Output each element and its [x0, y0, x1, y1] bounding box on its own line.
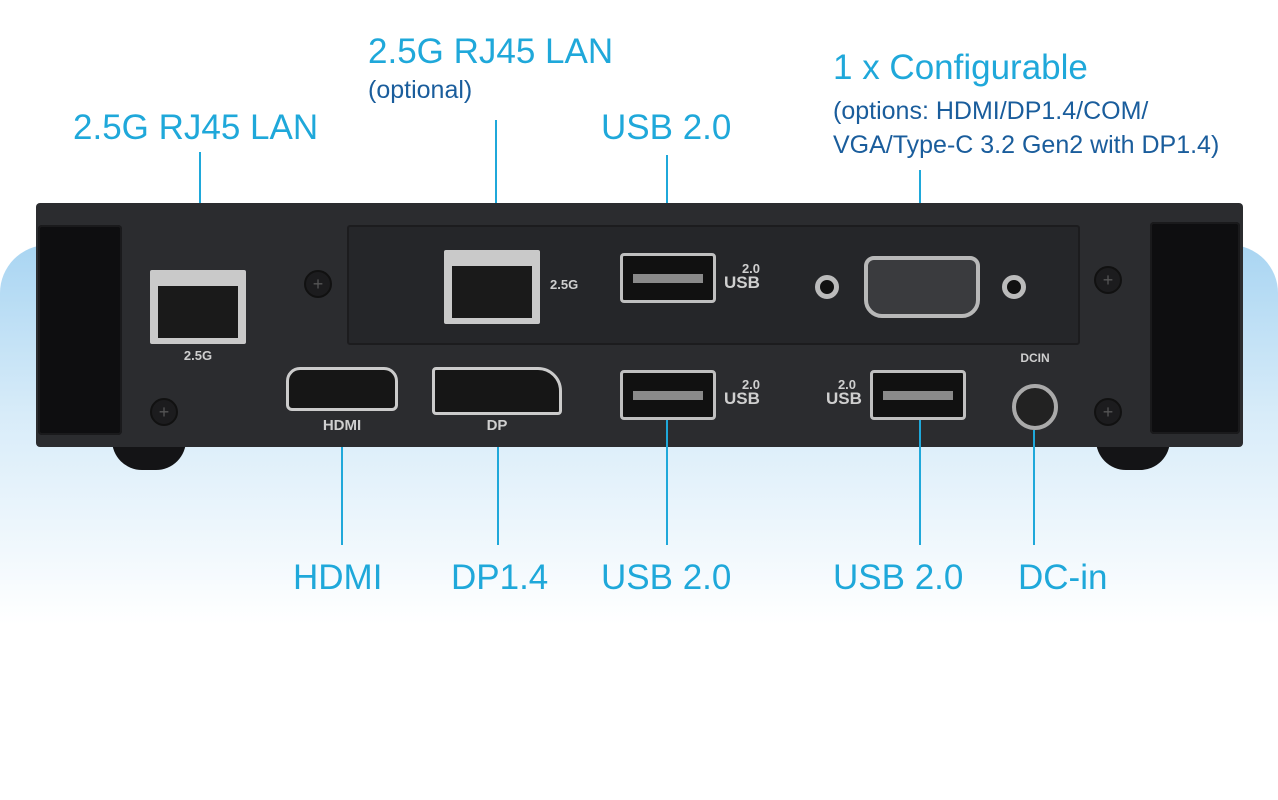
port-print-hdmi: HDMI [322, 417, 362, 434]
displayport-port [432, 367, 562, 415]
screw-icon: + [1094, 266, 1122, 294]
callout-lan-optional-note: (optional) [368, 76, 473, 104]
callout-configurable-options: VGA/Type-C 3.2 Gen2 with DP1.4) [833, 131, 1220, 159]
callout-usb-2: USB 2.0 [833, 558, 964, 597]
callout-usb-top: USB 2.0 [601, 108, 732, 147]
usb-port-bottom-1 [620, 370, 716, 420]
hdmi-port [286, 367, 398, 411]
callout-lan-optional: 2.5G RJ45 LAN [368, 32, 614, 71]
callout-configurable-options: (options: HDMI/DP1.4/COM/ [833, 97, 1149, 125]
port-print-usb-ver: 2.0 [741, 377, 761, 392]
callout-usb-1: USB 2.0 [601, 558, 732, 597]
leader-line [919, 420, 921, 545]
leader-line [666, 155, 668, 250]
vga-screw-post [815, 275, 839, 299]
port-print-usb-ver: 2.0 [741, 261, 761, 276]
port-print-dp: DP [486, 417, 508, 434]
callout-hdmi: HDMI [293, 558, 383, 597]
leader-line [497, 447, 499, 545]
usb-port-top [620, 253, 716, 303]
rj45-port-optional [444, 250, 540, 324]
screw-icon: + [304, 270, 332, 298]
screw-icon: + [150, 398, 178, 426]
leader-line [1033, 430, 1035, 545]
vga-screw-post [1002, 275, 1026, 299]
leader-line [495, 120, 497, 250]
rubber-bumper [1150, 222, 1240, 434]
port-print-usb-ver: 2.0 [837, 377, 857, 392]
screw-icon: + [1094, 398, 1122, 426]
port-print-dcin: DCIN [1020, 351, 1050, 365]
port-print-usb: USB [724, 273, 760, 292]
leader-line [199, 152, 201, 250]
callout-configurable: 1 x Configurable [833, 48, 1088, 87]
port-print-lan: 2.5G [183, 348, 213, 363]
dc-in-jack [1012, 384, 1058, 430]
rj45-port-onboard [150, 270, 246, 344]
callout-lan-onboard: 2.5G RJ45 LAN [73, 108, 319, 147]
callout-dp: DP1.4 [451, 558, 549, 597]
port-print-usb: USB [724, 389, 760, 408]
rubber-bumper [38, 225, 122, 435]
port-print-lan: 2.5G [550, 277, 579, 292]
usb-port-bottom-2 [870, 370, 966, 420]
leader-line [341, 447, 343, 545]
vga-port [864, 256, 980, 318]
port-print-usb: USB [826, 389, 862, 408]
callout-dc-in: DC-in [1018, 558, 1108, 597]
leader-line [666, 420, 668, 545]
